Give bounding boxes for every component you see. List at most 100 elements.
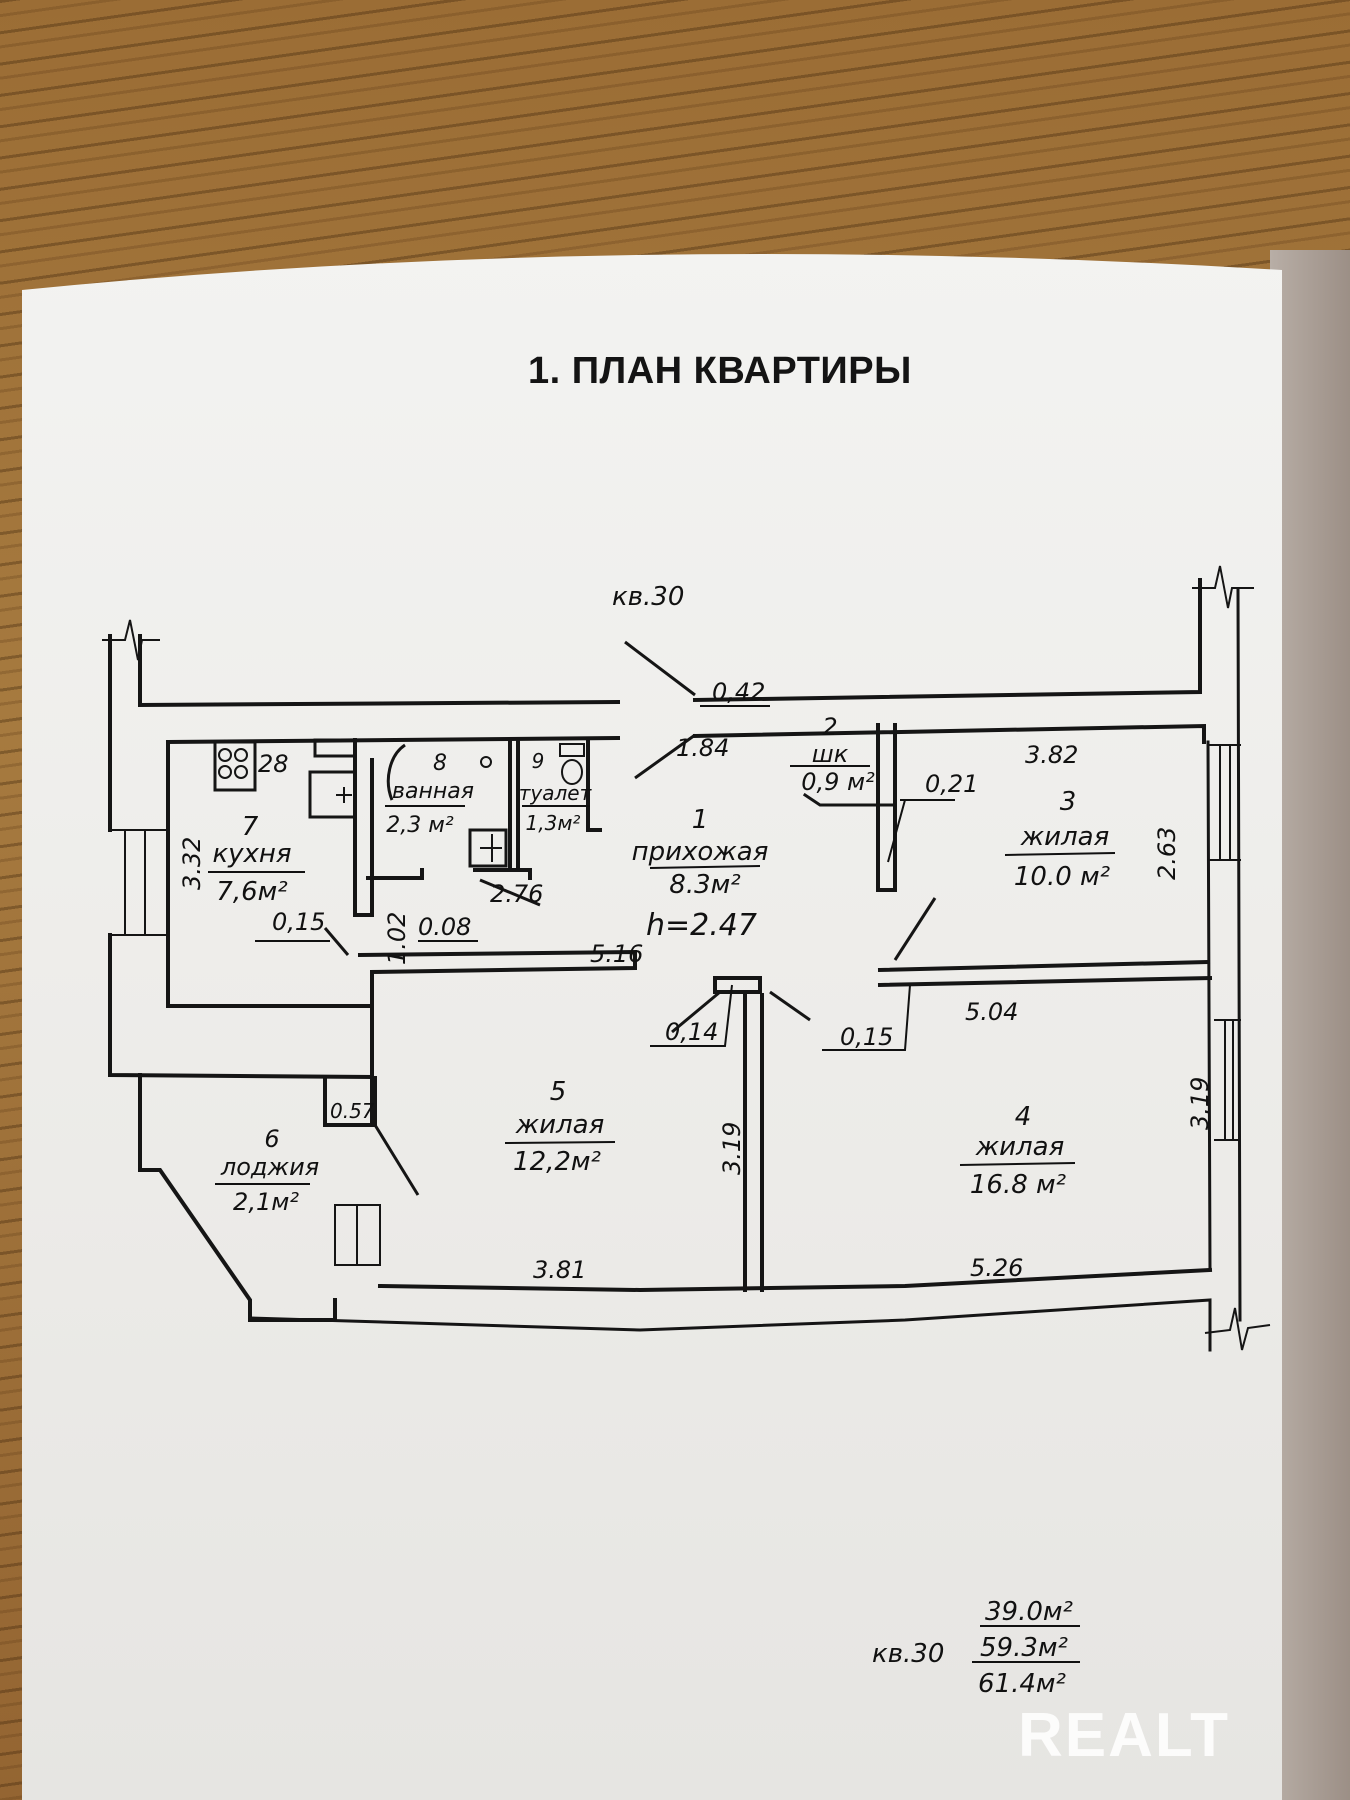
room-9: 9 туалет 1,3м² xyxy=(519,749,593,835)
bath-sink-icon xyxy=(468,828,508,868)
document-page xyxy=(22,240,1282,1800)
apartment-label: кв.30 xyxy=(612,582,684,612)
dimension-label: 2.76 xyxy=(490,880,543,908)
room-6: 6 лоджия 2,1м² xyxy=(215,1125,319,1216)
dimension-label: 3.81 xyxy=(533,1256,586,1284)
room-area: 10.0 м² xyxy=(1014,862,1110,892)
room-4: 4 жилая 16.8 м² xyxy=(959,1102,1076,1200)
dimension-label: 0,15 xyxy=(272,908,325,936)
room-name: туалет xyxy=(519,781,593,805)
break-symbols xyxy=(102,565,1271,1351)
room-area: 8.3м² xyxy=(669,870,740,900)
room-area: 2,3 м² xyxy=(386,813,454,838)
dimension-label: 5.04 xyxy=(965,998,1018,1026)
realt-watermark-logo: REALT xyxy=(1018,1701,1231,1770)
dimension-label: 3.82 xyxy=(1025,741,1078,769)
break-symbol-top-left xyxy=(102,619,160,661)
stove-icon xyxy=(213,740,257,792)
room-area: 16.8 м² xyxy=(970,1170,1066,1200)
kitchen-room5-wall xyxy=(357,949,637,1127)
room-3: 3 жилая 10.0 м² xyxy=(1004,787,1116,892)
break-symbol-top-right xyxy=(1192,565,1254,609)
dimension-label: 3.19 xyxy=(718,1122,746,1175)
bath-door-swing xyxy=(479,878,541,907)
door-swings xyxy=(323,640,937,1196)
room-name: шк xyxy=(812,740,849,768)
total-area: 59.3м² xyxy=(980,1633,1068,1663)
bath-toilet-wall xyxy=(508,738,520,872)
room-name: жилая xyxy=(1020,822,1110,852)
sink-icon xyxy=(308,770,357,819)
bath-bottom-wall xyxy=(366,868,532,880)
room-area: 1,3м² xyxy=(526,811,581,835)
living-area: 39.0м² xyxy=(985,1597,1073,1627)
exterior-wall-bottom xyxy=(377,1267,1213,1293)
toilet-hall-wall xyxy=(586,738,602,832)
room-name: жилая xyxy=(515,1110,605,1140)
room-area: 7,6м² xyxy=(216,877,287,907)
room3-door-swing xyxy=(893,897,937,961)
dimension-label: 0,42 xyxy=(712,678,765,706)
dimension-label: 5.16 xyxy=(590,940,643,968)
dimension-label: 0.08 xyxy=(418,913,471,941)
wall-room3-room4 xyxy=(877,959,1213,988)
right-window-bottom xyxy=(1214,1019,1241,1141)
dimension-label: 5.26 xyxy=(970,1254,1023,1282)
exterior-wall-top xyxy=(138,578,1202,708)
counter-icon xyxy=(313,738,357,758)
room-number: 7 xyxy=(242,812,259,842)
dimension-label: 3.32 xyxy=(178,837,206,890)
loggia-window xyxy=(334,1204,381,1266)
room-8: 8 ванная 2,3 м² xyxy=(385,751,474,838)
toilet-tank-icon xyxy=(559,743,585,757)
adjacent-page-edge xyxy=(1270,250,1350,1800)
kitchen-bath-wall xyxy=(353,738,374,917)
room-5: 5 жилая 12,2м² xyxy=(504,1077,616,1177)
room-7: 7 кухня 7,6м² xyxy=(208,812,305,907)
room-name: ванная xyxy=(392,779,474,804)
room-number: 8 xyxy=(433,751,447,776)
break-symbol-bottom-right xyxy=(1204,1307,1271,1351)
room-1: 1 прихожая 8.3м² xyxy=(632,805,769,900)
partition-room5-room4 xyxy=(743,993,764,1292)
loggia-wall xyxy=(323,1076,377,1127)
room-name: кухня xyxy=(212,839,291,869)
room-number: 6 xyxy=(264,1125,279,1153)
toilet-bowl-icon xyxy=(561,759,583,785)
sink-plus-icon xyxy=(336,787,352,803)
dimension-label: 0,21 xyxy=(925,770,978,798)
kitchen-window xyxy=(109,829,169,936)
area-summary: кв.30 39.0м² 59.3м² 61.4м² xyxy=(872,1597,1080,1699)
entrance-door-swing xyxy=(624,640,696,780)
dimension-label: 1.02 xyxy=(383,912,411,965)
dimension-label: 0.57 xyxy=(330,1099,375,1123)
room-name: прихожая xyxy=(632,837,769,867)
room4-door-swing xyxy=(769,990,811,1022)
room-number: 3 xyxy=(1060,787,1077,817)
dimension-label: 0,14 xyxy=(665,1018,718,1046)
dimension-label: 1.84 xyxy=(676,734,729,762)
total-area-with-loggia: 61.4м² xyxy=(978,1669,1066,1699)
page-title: 1. ПЛАН КВАРТИРЫ xyxy=(528,350,912,392)
dimension-label: 0,15 xyxy=(840,1023,893,1051)
wall-room3-left xyxy=(876,723,897,892)
room-area: 2,1м² xyxy=(233,1188,299,1216)
loggia-door-swing xyxy=(373,1124,420,1196)
left-pier xyxy=(108,933,375,1080)
right-window-top xyxy=(1209,744,1241,861)
exterior-wall-right xyxy=(1206,588,1242,1322)
room-number: 1 xyxy=(692,805,709,835)
bath-tub-arc xyxy=(386,743,406,801)
room-number: 9 xyxy=(532,749,545,773)
exterior-wall-bottom-outer xyxy=(248,1298,1212,1352)
dimensions: 0,42 1.84 3.82 0,21 2.63 28 3.32 0,15 1.… xyxy=(178,678,1214,1284)
room-name: жилая xyxy=(975,1132,1065,1162)
room-area: 12,2м² xyxy=(513,1147,601,1177)
room-number: 2 xyxy=(822,713,837,741)
stove-burners-icon xyxy=(218,748,248,779)
room-number: 4 xyxy=(1015,1102,1032,1132)
closet-wall xyxy=(802,792,897,807)
drain-icon xyxy=(480,756,492,768)
room-number: 5 xyxy=(550,1077,567,1107)
